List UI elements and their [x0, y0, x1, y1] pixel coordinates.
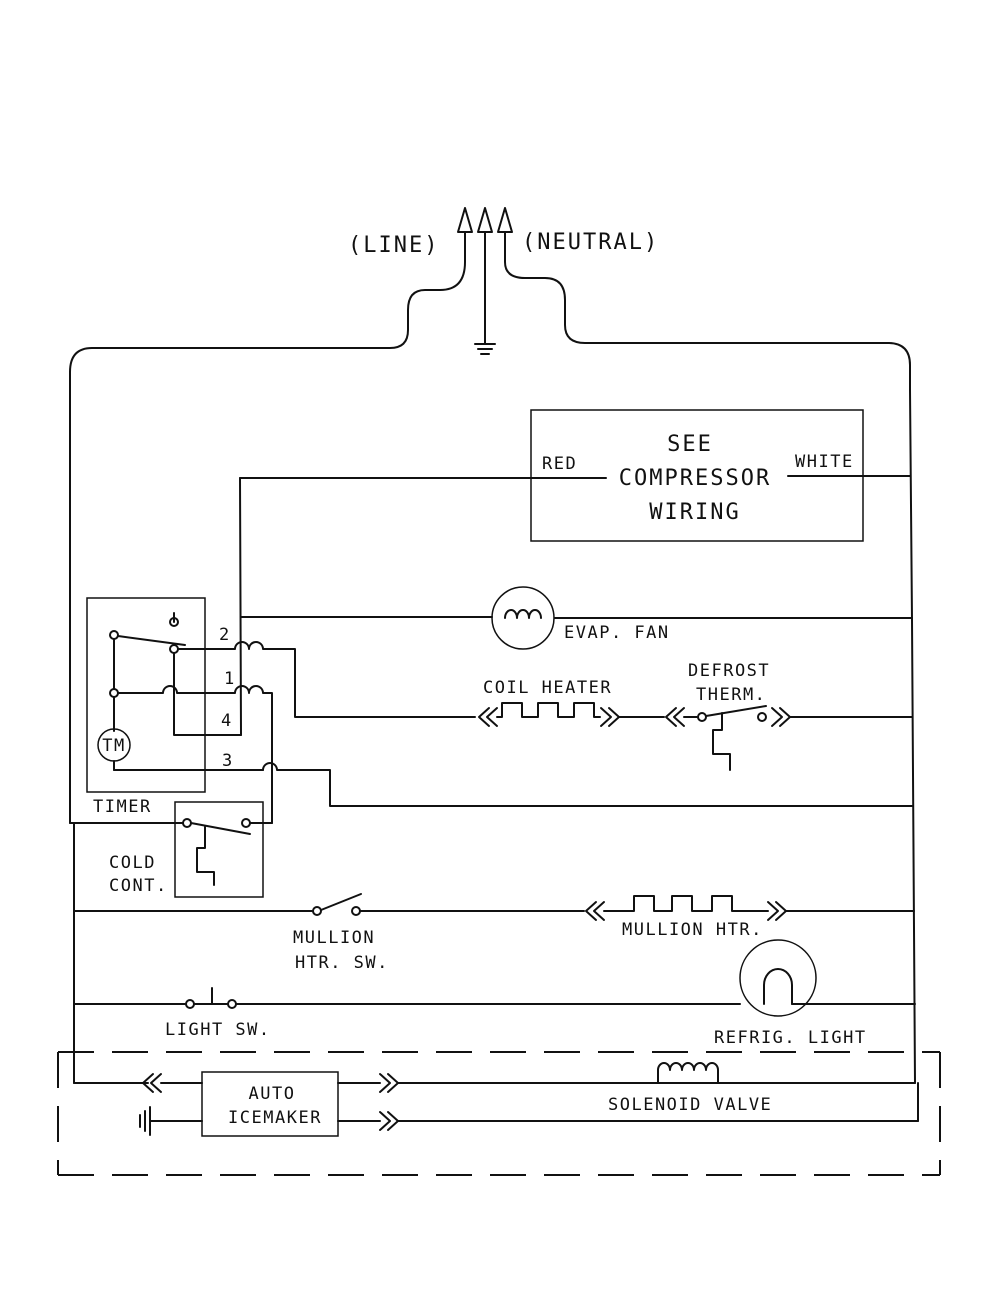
refrig-light: [739, 939, 916, 1017]
timer: [86, 477, 913, 812]
mullion-htr-label: MULLION HTR.: [622, 920, 763, 940]
compressor-text-see: SEE: [667, 432, 713, 457]
power-plug: [69, 207, 911, 391]
timer-terminal-3: 3: [222, 751, 234, 771]
main-buses: [69, 371, 916, 1084]
evap-fan: [240, 586, 913, 650]
timer-terminal-2: 2: [219, 625, 231, 645]
solenoid-valve-label: SOLENOID VALVE: [608, 1095, 772, 1115]
coil-heater-label: COIL HEATER: [483, 678, 612, 698]
timer-terminal-1: 1: [224, 669, 236, 689]
defrost-thermostat: [665, 705, 913, 771]
cold-control: [69, 801, 273, 898]
timer-motor-label: TM: [102, 736, 125, 756]
neutral-label: (NEUTRAL): [522, 230, 659, 255]
refrig-light-label: REFRIG. LIGHT: [714, 1028, 867, 1048]
compressor-white-label: WHITE: [795, 452, 854, 472]
light-sw-label: LIGHT SW.: [165, 1020, 271, 1040]
light-switch: [73, 987, 741, 1009]
mullion-sw-label-2: HTR. SW.: [295, 953, 389, 973]
defrost-therm-label-2: THERM.: [696, 685, 766, 705]
coil-heater: [478, 702, 665, 727]
solenoid-valve: [657, 1062, 919, 1122]
cold-cont-label-2: CONT.: [109, 876, 168, 896]
icemaker-ground-icon: [139, 1106, 151, 1136]
mullion-switch: [73, 893, 585, 916]
ground-symbol: [474, 343, 496, 355]
compressor-red-label: RED: [542, 454, 577, 474]
mullion-heater: [585, 895, 915, 921]
compressor-box: [239, 409, 911, 542]
evap-fan-label: EVAP. FAN: [564, 623, 670, 643]
compressor-text-compressor: COMPRESSOR: [619, 466, 771, 491]
line-label: (LINE): [348, 233, 439, 258]
timer-label: TIMER: [93, 797, 152, 817]
icemaker-label-1: AUTO: [249, 1084, 296, 1104]
defrost-therm-label-1: DEFROST: [688, 661, 770, 681]
cold-cont-label-1: COLD: [109, 853, 156, 873]
icemaker-label-2: ICEMAKER: [228, 1108, 322, 1128]
optional-dashed-box: [57, 1051, 941, 1176]
mullion-sw-label-1: MULLION: [293, 928, 375, 948]
timer-terminal-4: 4: [221, 711, 233, 731]
auto-icemaker: [73, 1071, 919, 1137]
compressor-text-wiring: WIRING: [649, 500, 740, 525]
